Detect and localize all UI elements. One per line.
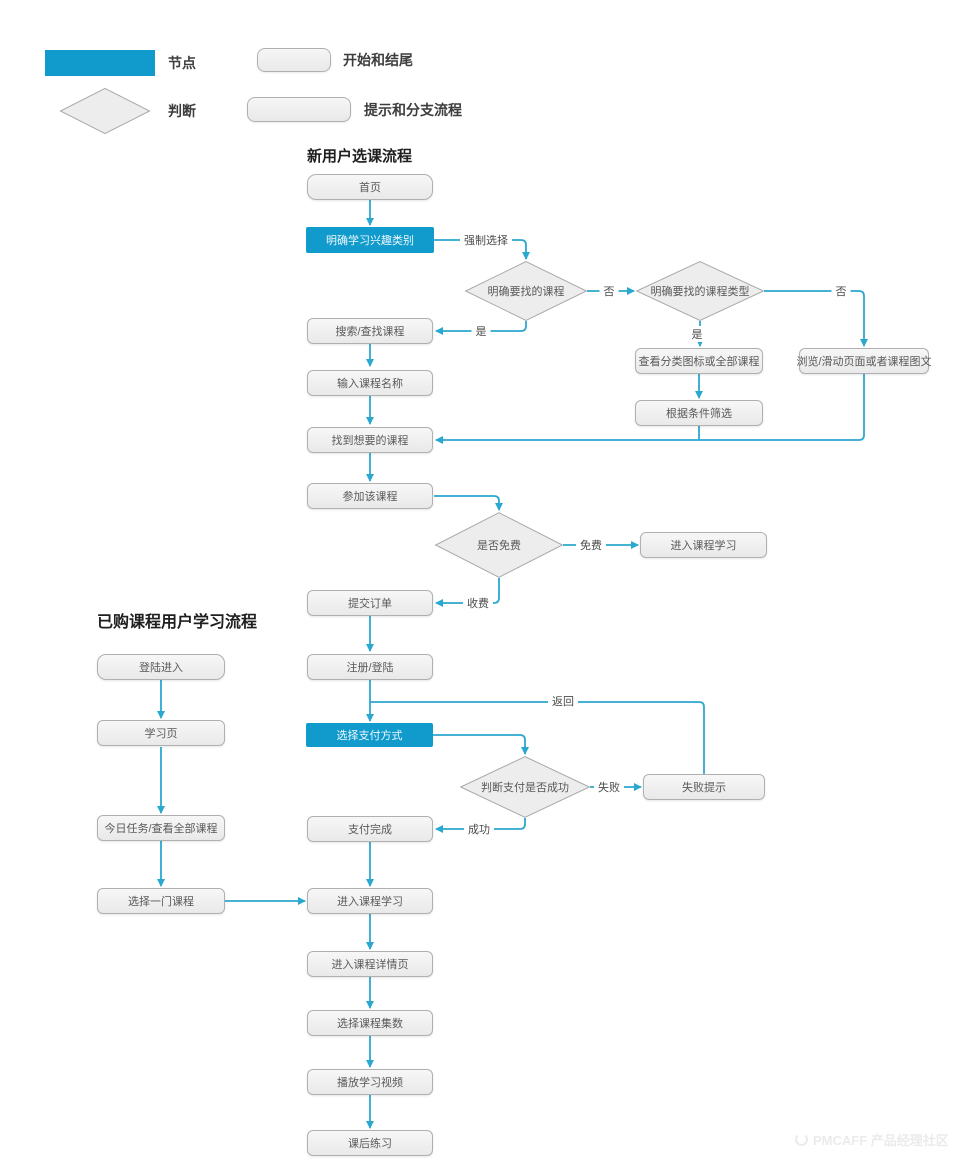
node-enter-name: 输入课程名称 <box>307 370 433 396</box>
decision-label: 明确要找的课程 <box>487 286 565 298</box>
legend-startend-swatch <box>257 48 331 72</box>
node-today-tasks: 今日任务/查看全部课程 <box>97 815 225 841</box>
edge-label-fail: 失败 <box>594 779 624 795</box>
decision-is-free: 是否免费 <box>435 512 563 578</box>
decision-payment-success: 判断支付是否成功 <box>460 756 590 818</box>
node-filter: 根据条件筛选 <box>635 400 763 426</box>
edge-label-back: 返回 <box>548 693 578 709</box>
node-payment-done: 支付完成 <box>307 816 433 842</box>
node-home: 首页 <box>307 174 433 200</box>
edge-label-no: 否 <box>831 283 851 299</box>
decision-course-known: 明确要找的课程 <box>465 261 587 321</box>
legend-startend-label: 开始和结尾 <box>343 52 413 68</box>
node-join: 参加该课程 <box>307 483 433 509</box>
legend-decision-label: 判断 <box>168 103 196 119</box>
edge-label-no: 否 <box>599 283 619 299</box>
node-free-learning: 进入课程学习 <box>640 532 767 558</box>
node-enter-learning: 进入课程学习 <box>307 888 433 914</box>
edge-label-free: 免费 <box>576 537 606 553</box>
node-payment-method: 选择支付方式 <box>306 723 433 747</box>
node-found: 找到想要的课程 <box>307 427 433 453</box>
edge-label-yes: 是 <box>471 323 491 339</box>
legend-node-swatch <box>45 50 155 76</box>
node-view-category: 查看分类图标或全部课程 <box>635 348 763 374</box>
node-learn-page: 学习页 <box>97 720 225 746</box>
legend-branch-swatch <box>247 97 351 122</box>
edge-label-force-select: 强制选择 <box>460 232 512 248</box>
node-play-video: 播放学习视频 <box>307 1069 433 1095</box>
flow1-title: 新用户选课流程 <box>307 148 413 165</box>
node-search: 搜索/查找课程 <box>307 318 433 344</box>
node-fail-tip: 失败提示 <box>643 774 765 800</box>
decision-label: 判断支付是否成功 <box>481 782 569 794</box>
node-course-detail: 进入课程详情页 <box>307 951 433 977</box>
edge-label-yes: 是 <box>687 326 707 342</box>
node-register: 注册/登陆 <box>307 654 433 680</box>
watermark: PMCAFF 产品经理社区 <box>795 1130 949 1149</box>
decision-type-known: 明确要找的课程类型 <box>636 261 764 321</box>
node-practice: 课后练习 <box>307 1130 433 1156</box>
node-submit-order: 提交订单 <box>307 590 433 616</box>
watermark-text: PMCAFF 产品经理社区 <box>813 1133 949 1148</box>
flow2-title: 已购课程用户学习流程 <box>97 614 258 631</box>
legend-node-label: 节点 <box>168 55 196 71</box>
decision-label: 明确要找的课程类型 <box>650 286 750 298</box>
edge-label-paid: 收费 <box>463 595 493 611</box>
pmcaff-logo-icon <box>795 1133 808 1146</box>
node-choose-course: 选择一门课程 <box>97 888 225 914</box>
decision-label: 是否免费 <box>477 540 521 552</box>
legend-decision-swatch <box>60 88 150 134</box>
node-episodes: 选择课程集数 <box>307 1010 433 1036</box>
edge-label-success: 成功 <box>464 821 494 837</box>
node-login: 登陆进入 <box>97 654 225 680</box>
node-browse: 浏览/滑动页面或者课程图文 <box>796 348 932 374</box>
node-interest: 明确学习兴趣类别 <box>306 227 434 253</box>
legend-branch-label: 提示和分支流程 <box>364 102 462 118</box>
